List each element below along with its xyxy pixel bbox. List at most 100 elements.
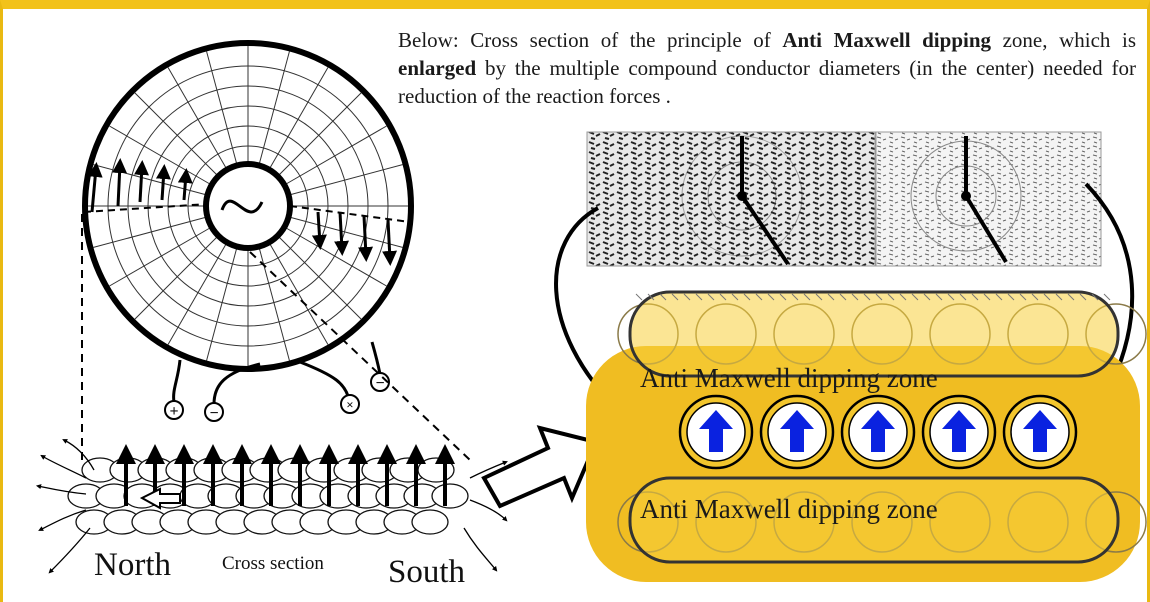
hatch-mark (899, 293, 907, 301)
hatch-mark (887, 293, 895, 301)
hatch-mark (635, 293, 643, 301)
hatch-mark (755, 293, 763, 301)
hatch-mark (779, 293, 787, 301)
coil-spoke (167, 243, 227, 345)
coil-disc: + − × − (82, 40, 414, 422)
terminal-minus-glyph: − (209, 405, 218, 422)
conductor (678, 394, 754, 470)
conductor (840, 394, 916, 470)
hatch-mark (983, 293, 991, 301)
hatch-mark (803, 293, 811, 301)
conductor (759, 394, 835, 470)
terminal-minus-2: − (370, 372, 390, 392)
hatch-mark (875, 293, 883, 301)
hatch-mark (767, 293, 775, 301)
hatch-mark (719, 293, 727, 301)
terminal-minus-2-glyph: − (375, 375, 384, 392)
cross-section-field-lines (35, 439, 508, 574)
hatch-mark (707, 293, 715, 301)
hatch-mark (743, 293, 751, 301)
hatch-mark (1103, 293, 1111, 301)
caption-text: Below: Cross section of the principle of… (398, 26, 1136, 110)
dashed-division-right (289, 205, 411, 223)
coil-spoke (269, 67, 329, 169)
hatch-mark (959, 293, 967, 301)
coil-hub (203, 161, 293, 251)
hatch-mark (935, 293, 943, 301)
caption-rest: by the multiple compound conductor diame… (398, 56, 1136, 108)
coil-spoke (258, 51, 290, 164)
label-zone-top: Anti Maxwell dipping zone (640, 363, 938, 393)
label-south: South (388, 554, 466, 590)
hatch-mark (695, 293, 703, 301)
coil-spoke (93, 216, 206, 248)
lead-wire-4 (370, 341, 382, 375)
anti-maxwell-zone-block: Anti Maxwell dipping zone Anti Maxwell d… (586, 290, 1147, 582)
blue-up-arrow-icon (942, 410, 976, 452)
dashed-division-left (83, 203, 209, 213)
winding-ellipse (431, 483, 469, 509)
terminal-minus: − (204, 402, 224, 422)
iron-filing-photo-left (586, 131, 876, 267)
hatch-mark (791, 293, 799, 301)
hatch-mark (827, 293, 835, 301)
caption-bold-anti-maxwell: Anti Maxwell dipping (782, 28, 992, 52)
hatch-mark (671, 293, 679, 301)
zone-capsule-bottom (628, 476, 1120, 564)
coil-left-up-arrows (87, 158, 193, 213)
hatch-mark (911, 293, 919, 301)
hub-s-curve (220, 199, 264, 214)
blue-up-arrow-icon (699, 410, 733, 452)
hatch-mark (995, 293, 1003, 301)
terminal-cross-glyph: × (346, 397, 353, 412)
cross-section-up-arrows (116, 444, 455, 506)
blue-up-arrow-icon (780, 410, 814, 452)
hatch-mark (647, 293, 655, 301)
blue-up-arrow-icon (861, 410, 895, 452)
label-cross-section: Cross section (222, 553, 324, 574)
hatch-mark (863, 293, 871, 301)
coil-spoke (134, 92, 218, 176)
coil-spoke (134, 236, 218, 320)
cross-section: North Cross section South (35, 439, 508, 590)
hatch-mark (1019, 293, 1027, 301)
hatch-mark (947, 293, 955, 301)
coil-spoke (269, 243, 329, 345)
transfer-arrow (481, 425, 599, 509)
coil-spoke (109, 125, 211, 185)
hatch-mark (683, 293, 691, 301)
coil-spoke (285, 227, 387, 287)
coil-right-down-arrows (311, 211, 398, 266)
curved-arrow-left (554, 206, 624, 416)
coil-spoke (167, 67, 227, 169)
hatch-mark (851, 293, 859, 301)
terminal-plus: + (164, 400, 184, 420)
coil-spoke (290, 216, 403, 248)
hatch-mark (1043, 293, 1051, 301)
hatch-mark (1091, 293, 1099, 301)
hollow-left-arrow (139, 487, 181, 510)
coil-spoke (206, 248, 238, 361)
lead-wire-1 (172, 359, 182, 403)
terminal-cross: × (340, 394, 360, 414)
hatch-mark (815, 293, 823, 301)
lead-wire-3 (299, 360, 350, 397)
hatch-mark (839, 293, 847, 301)
conductor (921, 394, 997, 470)
label-north: North (94, 547, 171, 583)
blue-up-arrow-icon (1023, 410, 1057, 452)
hatch-mark (659, 293, 667, 301)
conductor (1002, 394, 1078, 470)
hatch-mark (923, 293, 931, 301)
zone-capsule-top (628, 290, 1120, 378)
coil-spoke (206, 51, 238, 164)
zone-top-edge-hatching (635, 293, 1111, 301)
projection-line-right (249, 251, 471, 461)
hatch-mark (1067, 293, 1075, 301)
coil-spoke (109, 227, 211, 287)
hatch-mark (971, 293, 979, 301)
coil-spoke (290, 164, 403, 196)
caption-mid: zone, which is (991, 28, 1136, 52)
coil-spoke (278, 236, 362, 320)
